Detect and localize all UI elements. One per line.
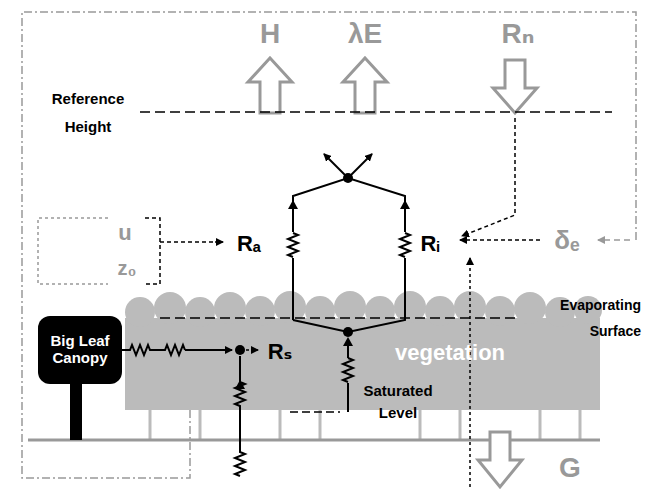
flux-symbol: H [260,18,280,50]
reference-line [140,111,612,113]
input-symbol: z₀ [117,257,136,280]
canopy-trunk [70,384,82,440]
saturated-line [290,411,340,413]
ground-line [28,439,600,442]
resistance-network [288,154,410,412]
input-arrow [462,118,515,236]
level-label: Saturated Level [348,380,448,424]
level-label: Evaporating Surface [523,292,641,344]
box-text: Big Leaf Canopy [44,333,116,367]
flux-symbol: G [559,452,581,484]
resistance-symbol: Rᵢ [421,231,440,256]
flux-arrow [478,432,522,487]
evaporating-line [160,317,515,319]
input-arrow [145,218,222,284]
input-arrow [469,258,471,487]
canopy-resistances [122,345,245,476]
canopy-box: Big Leaf Canopy [38,316,122,384]
level-label: Reference Height [41,85,136,141]
resistance-symbol: Rₛ [268,339,292,364]
region-label: vegetation [395,340,505,365]
flux-symbol: Rₙ [502,18,535,50]
arrowhead [215,241,223,243]
feedback-arrow [598,239,630,241]
resistance-symbol: Rₐ [237,231,261,256]
junction-dot [235,345,245,355]
input-symbol: δₑ [554,225,580,255]
input-bracket [38,218,108,284]
flux-arrow [343,58,387,113]
arrowhead [235,380,245,389]
input-symbol: u [118,220,131,245]
dotted-arrow [246,349,258,351]
flux-arrow [248,58,292,113]
input-arrow [460,239,540,241]
flux-arrow [493,60,537,113]
feedback-loop [22,12,636,478]
network-arrowheads [288,173,410,346]
tree-trunks [150,405,580,440]
flux-symbol: λE [348,18,382,50]
